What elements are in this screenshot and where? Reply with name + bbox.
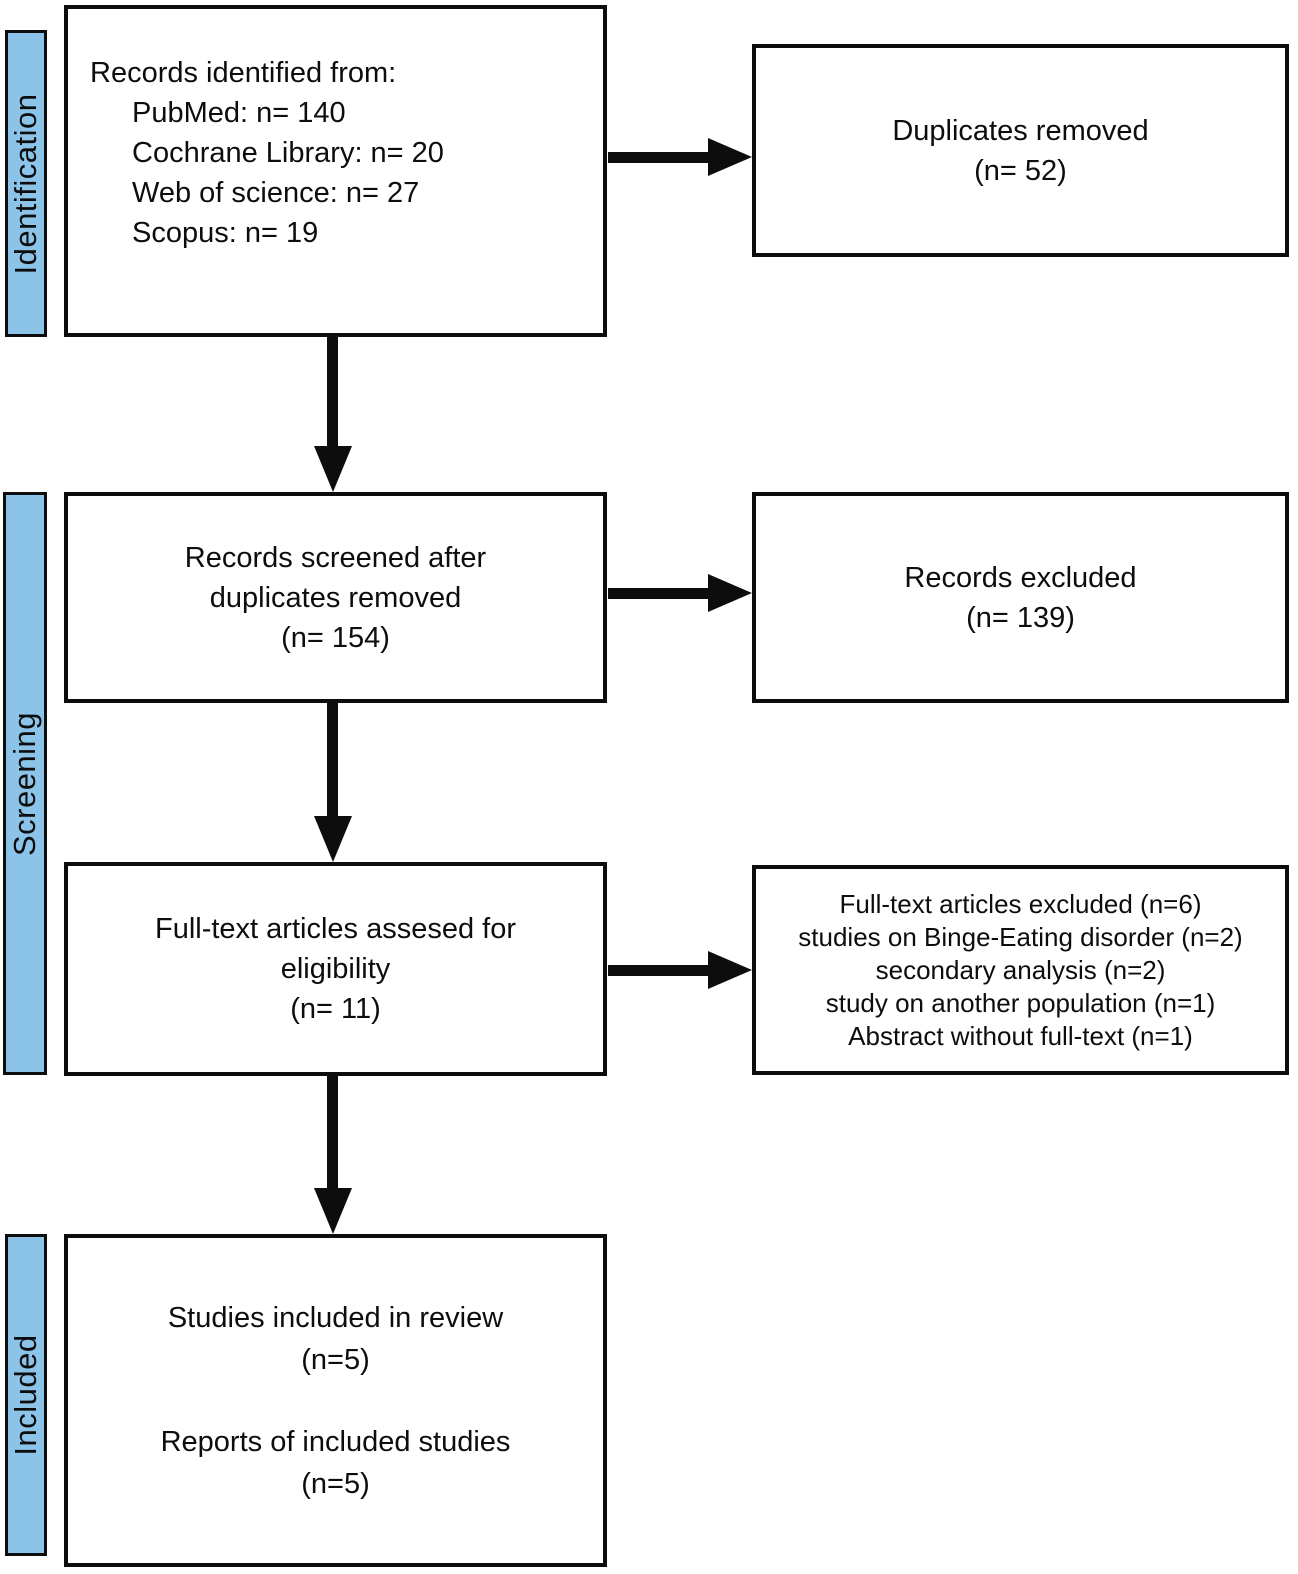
box-text-line: Records screened after [184,541,487,574]
arrow-head-down-icon [314,446,352,492]
box-text-line: (n= 52) [974,154,1067,187]
arrow-head-down-icon [314,1188,352,1234]
box-text-line: Records identified from: [90,57,397,89]
arrow-stem [327,337,338,448]
records-screened-box: Records screened after duplicates remove… [64,492,607,703]
box-text-line: Scopus: n= 19 [132,217,319,249]
box-text-line: (n= 11) [290,993,381,1025]
fulltext-assessed-box: Full-text articles assesed for eligibili… [64,862,607,1076]
box-text-line: Cochrane Library: n= 20 [132,137,444,169]
box-text-line: duplicates removed [209,581,462,614]
box-text-line: eligibility [280,953,391,985]
box-text-line: Reports of included studies [160,1425,511,1458]
stage-label-screening: Screening [7,711,42,856]
duplicates-removed-box: Duplicates removed (n= 52) [752,44,1289,257]
stage-label-identification: Identification [8,92,43,275]
box-text-line: studies on Binge-Eating disorder (n=2) [798,921,1243,952]
arrow-stem [608,965,710,976]
arrow-stem [608,588,710,599]
box-text-line: Records excluded [904,561,1137,594]
arrow-stem [608,152,710,163]
box-text-line: secondary analysis (n=2) [875,954,1166,985]
box-text-line: (n= 154) [281,621,390,654]
stage-bar-screening: Screening [3,492,47,1075]
arrow-head-right-icon [708,951,752,989]
included-studies-box: Studies included in review (n=5) Reports… [64,1234,607,1567]
fulltext-excluded-box: Full-text articles excluded (n=6) studie… [752,865,1289,1075]
arrow-stem [327,703,338,818]
stage-bar-included: Included [5,1234,47,1556]
arrow-head-right-icon [708,138,752,176]
arrow-stem [327,1076,338,1190]
box-text-line: Full-text articles excluded (n=6) [839,888,1202,919]
stage-label-included: Included [8,1334,43,1456]
box-text-line: Studies included in review [167,1301,504,1334]
box-text-line: PubMed: n= 140 [132,97,346,129]
box-text-line: (n= 139) [966,601,1075,634]
box-text-line: Full-text articles assesed for [154,913,516,945]
records-identified-box: Records identified from: PubMed: n= 140 … [64,5,607,337]
box-text-line: Duplicates removed [892,114,1149,147]
arrow-head-right-icon [708,574,752,612]
stage-bar-identification: Identification [5,30,47,337]
arrow-head-down-icon [314,816,352,862]
box-text-line: (n=5) [301,1467,370,1500]
records-excluded-box: Records excluded (n= 139) [752,492,1289,703]
box-text-line: (n=5) [301,1343,370,1376]
box-text-line: Abstract without full-text (n=1) [848,1020,1193,1051]
box-text-line: study on another population (n=1) [825,987,1216,1018]
box-text-line: Web of science: n= 27 [132,177,420,209]
